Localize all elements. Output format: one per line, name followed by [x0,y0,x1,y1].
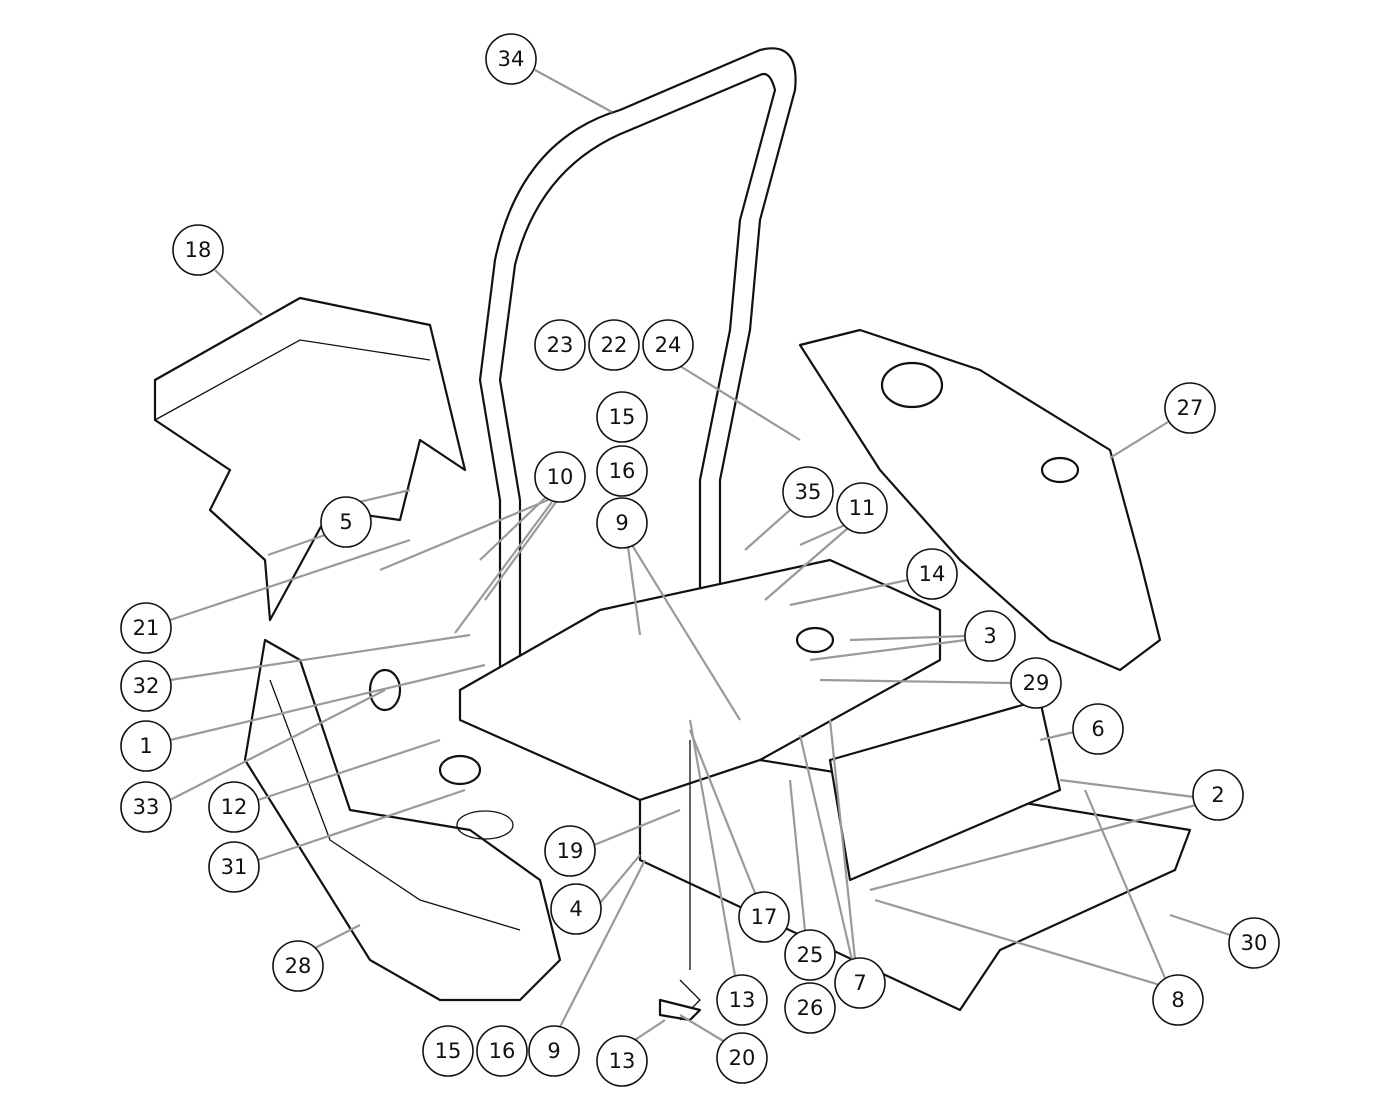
callout-13b[interactable]: 13 [596,1035,648,1087]
svg-text:26: 26 [797,996,824,1020]
svg-text:4: 4 [569,897,582,921]
svg-text:3: 3 [983,624,996,648]
callout-15b[interactable]: 15 [422,1025,474,1077]
callout-21[interactable]: 21 [120,602,172,654]
svg-text:19: 19 [557,839,584,863]
callout-2[interactable]: 2 [1192,769,1244,821]
callout-31[interactable]: 31 [208,841,260,893]
leader-lines [169,69,1231,1043]
svg-text:12: 12 [221,795,248,819]
svg-text:29: 29 [1023,671,1050,695]
callout-18[interactable]: 18 [172,224,224,276]
callout-3[interactable]: 3 [964,610,1016,662]
svg-text:9: 9 [547,1039,560,1063]
callout-1[interactable]: 1 [120,720,172,772]
callout-27[interactable]: 27 [1164,382,1216,434]
svg-text:18: 18 [185,238,212,262]
svg-text:21: 21 [133,616,160,640]
callout-23[interactable]: 23 [534,319,586,371]
seat-pan-18 [153,296,467,622]
svg-text:10: 10 [547,465,574,489]
callout-4[interactable]: 4 [550,883,602,935]
callout-9b[interactable]: 9 [528,1025,580,1077]
svg-text:28: 28 [285,954,312,978]
svg-text:23: 23 [547,333,574,357]
svg-text:6: 6 [1091,717,1104,741]
callouts: 34 18 23 22 24 15 16 10 9 35 11 5 14 27 … [120,33,1280,1087]
callout-9[interactable]: 9 [596,497,648,549]
svg-text:32: 32 [133,674,160,698]
callout-22[interactable]: 22 [588,319,640,371]
callout-29[interactable]: 29 [1010,657,1062,709]
svg-text:25: 25 [797,943,824,967]
fender-tank-28 [243,638,562,1002]
frame [368,558,1192,1022]
svg-text:2: 2 [1211,783,1224,807]
callout-30[interactable]: 30 [1228,917,1280,969]
callout-34[interactable]: 34 [485,33,537,85]
callout-11[interactable]: 11 [836,482,888,534]
callout-25[interactable]: 25 [784,929,836,981]
callout-35[interactable]: 35 [782,466,834,518]
fender-tank-27 [798,328,1162,672]
callout-28[interactable]: 28 [272,940,324,992]
svg-text:13: 13 [729,988,756,1012]
svg-text:30: 30 [1241,931,1268,955]
callout-6[interactable]: 6 [1072,703,1124,755]
svg-text:27: 27 [1177,396,1204,420]
svg-text:14: 14 [919,562,946,586]
callout-19[interactable]: 19 [544,825,596,877]
svg-text:17: 17 [751,905,778,929]
callout-10[interactable]: 10 [534,451,586,503]
svg-text:34: 34 [498,47,525,71]
svg-text:9: 9 [615,511,628,535]
svg-text:7: 7 [853,971,866,995]
callout-24[interactable]: 24 [642,319,694,371]
svg-text:8: 8 [1171,988,1184,1012]
svg-text:20: 20 [729,1046,756,1070]
callout-12[interactable]: 12 [208,781,260,833]
callout-17[interactable]: 17 [738,891,790,943]
svg-text:5: 5 [339,510,352,534]
callout-32[interactable]: 32 [120,660,172,712]
svg-text:33: 33 [133,795,160,819]
callout-20[interactable]: 20 [716,1032,768,1084]
callout-15[interactable]: 15 [596,391,648,443]
callout-26[interactable]: 26 [784,982,836,1034]
callout-33[interactable]: 33 [120,781,172,833]
callout-7[interactable]: 7 [834,957,886,1009]
svg-text:35: 35 [795,480,822,504]
svg-text:13: 13 [609,1049,636,1073]
callout-16[interactable]: 16 [596,445,648,497]
callout-13[interactable]: 13 [716,974,768,1026]
svg-text:24: 24 [655,333,682,357]
svg-text:16: 16 [609,459,636,483]
roll-bar-34 [478,47,797,722]
svg-text:22: 22 [601,333,628,357]
svg-text:11: 11 [849,496,876,520]
svg-text:31: 31 [221,855,248,879]
svg-text:15: 15 [435,1039,462,1063]
callout-5[interactable]: 5 [320,496,372,548]
callout-16b[interactable]: 16 [476,1025,528,1077]
svg-text:16: 16 [489,1039,516,1063]
callout-14[interactable]: 14 [906,548,958,600]
callout-8[interactable]: 8 [1152,974,1204,1026]
svg-text:1: 1 [139,734,152,758]
svg-text:15: 15 [609,405,636,429]
